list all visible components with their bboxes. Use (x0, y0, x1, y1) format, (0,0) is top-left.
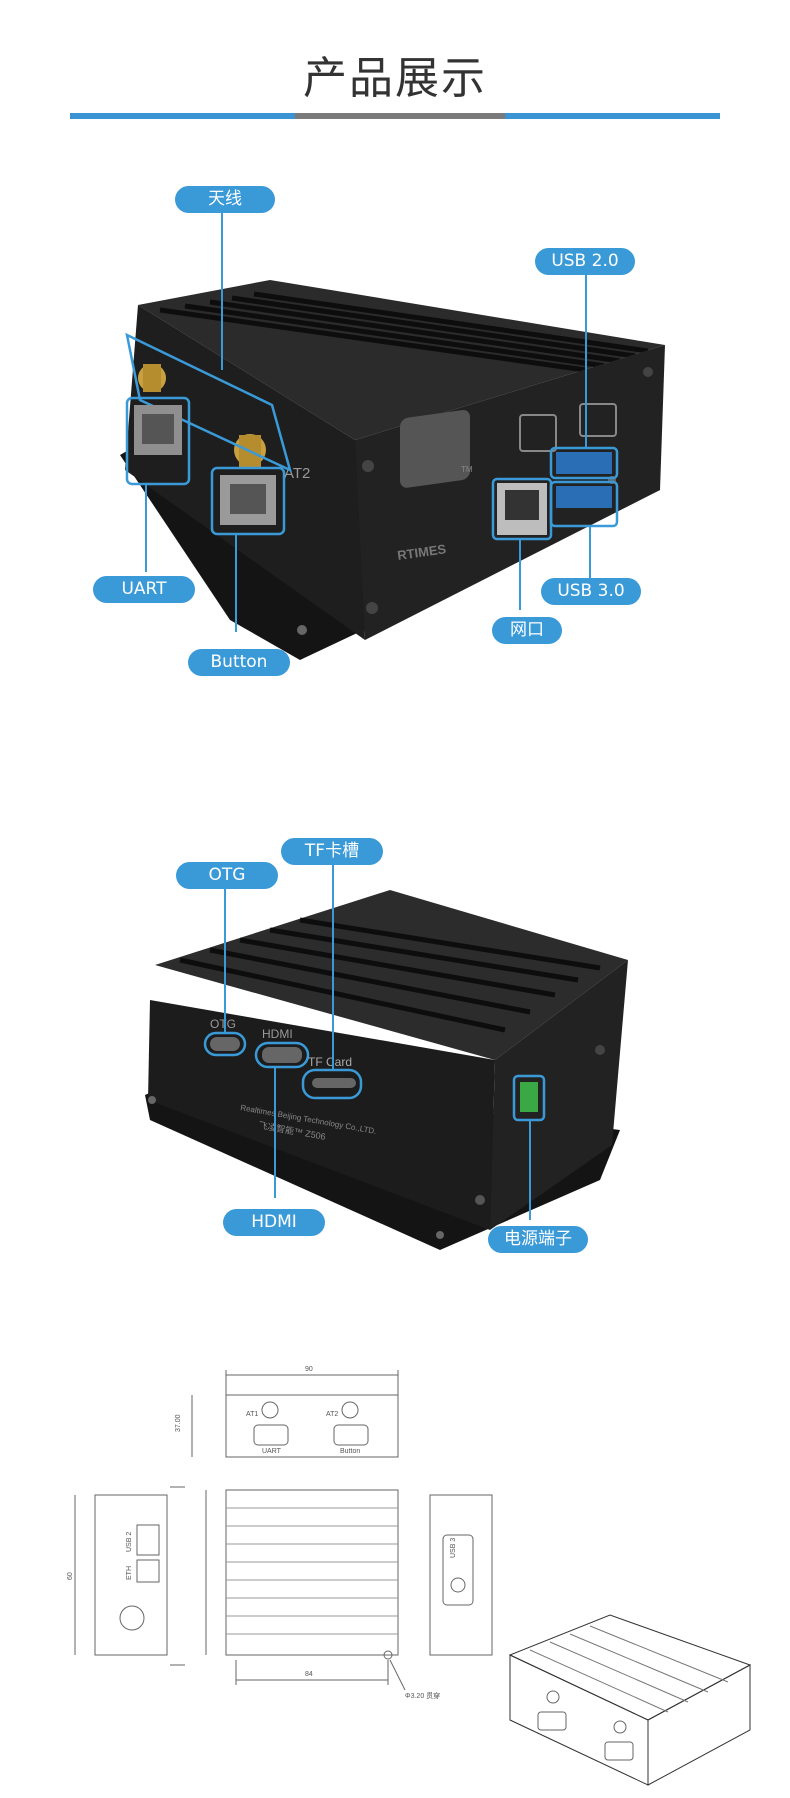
tf-mark: TF Card (308, 1055, 352, 1069)
dim-bottom: 84 (305, 1671, 313, 1678)
drawing-button: Button (340, 1448, 360, 1455)
label-power-terminal: 电源端子 (488, 1226, 588, 1253)
device-rear-photo: OTG HDMI TF Card Realtimes Beijing Techn… (145, 852, 628, 1250)
title-rule-middle (295, 113, 505, 119)
label-usb3: USB 3.0 (541, 578, 641, 605)
page-title: 产品展示 (303, 53, 487, 104)
label-uart: UART (93, 576, 195, 603)
title-rule-right (505, 113, 720, 119)
label-antenna: 天线 (175, 186, 275, 213)
label-usb2: USB 2.0 (535, 248, 635, 275)
label-tf-slot: TF卡槽 (281, 838, 383, 865)
title-rule-left (70, 113, 295, 119)
dim-hole: Φ3.20 贯穿 (405, 1691, 440, 1700)
dim-width: 90 (305, 1366, 313, 1373)
dim-height: 60 (67, 1572, 74, 1580)
drawing-uart: UART (262, 1448, 282, 1455)
label-button: Button (188, 649, 290, 676)
label-ethernet: 网口 (492, 617, 562, 644)
label-hdmi: HDMI (223, 1209, 325, 1236)
drawing-usb2: USB 2 (126, 1532, 133, 1552)
dim-top-height: 37.00 (175, 1414, 182, 1432)
tm-mark: TM (461, 465, 473, 474)
drawing-usb3: USB 3 (450, 1538, 457, 1558)
drawing-at2: AT2 (326, 1411, 338, 1418)
otg-mark: OTG (210, 1017, 236, 1031)
dimension-drawing: 90 37.00 AT1 AT2 UART Button 60 USB 2 ET… (67, 1366, 752, 1786)
at2-mark: AT2 (284, 465, 310, 482)
device-front-photo: RTIMES TM AT2 (120, 200, 665, 660)
drawing-eth: ETH (126, 1566, 133, 1580)
hdmi-mark: HDMI (262, 1027, 293, 1041)
brand-mark: RTIMES (396, 541, 447, 563)
drawing-at1: AT1 (246, 1411, 258, 1418)
label-otg: OTG (176, 862, 278, 889)
